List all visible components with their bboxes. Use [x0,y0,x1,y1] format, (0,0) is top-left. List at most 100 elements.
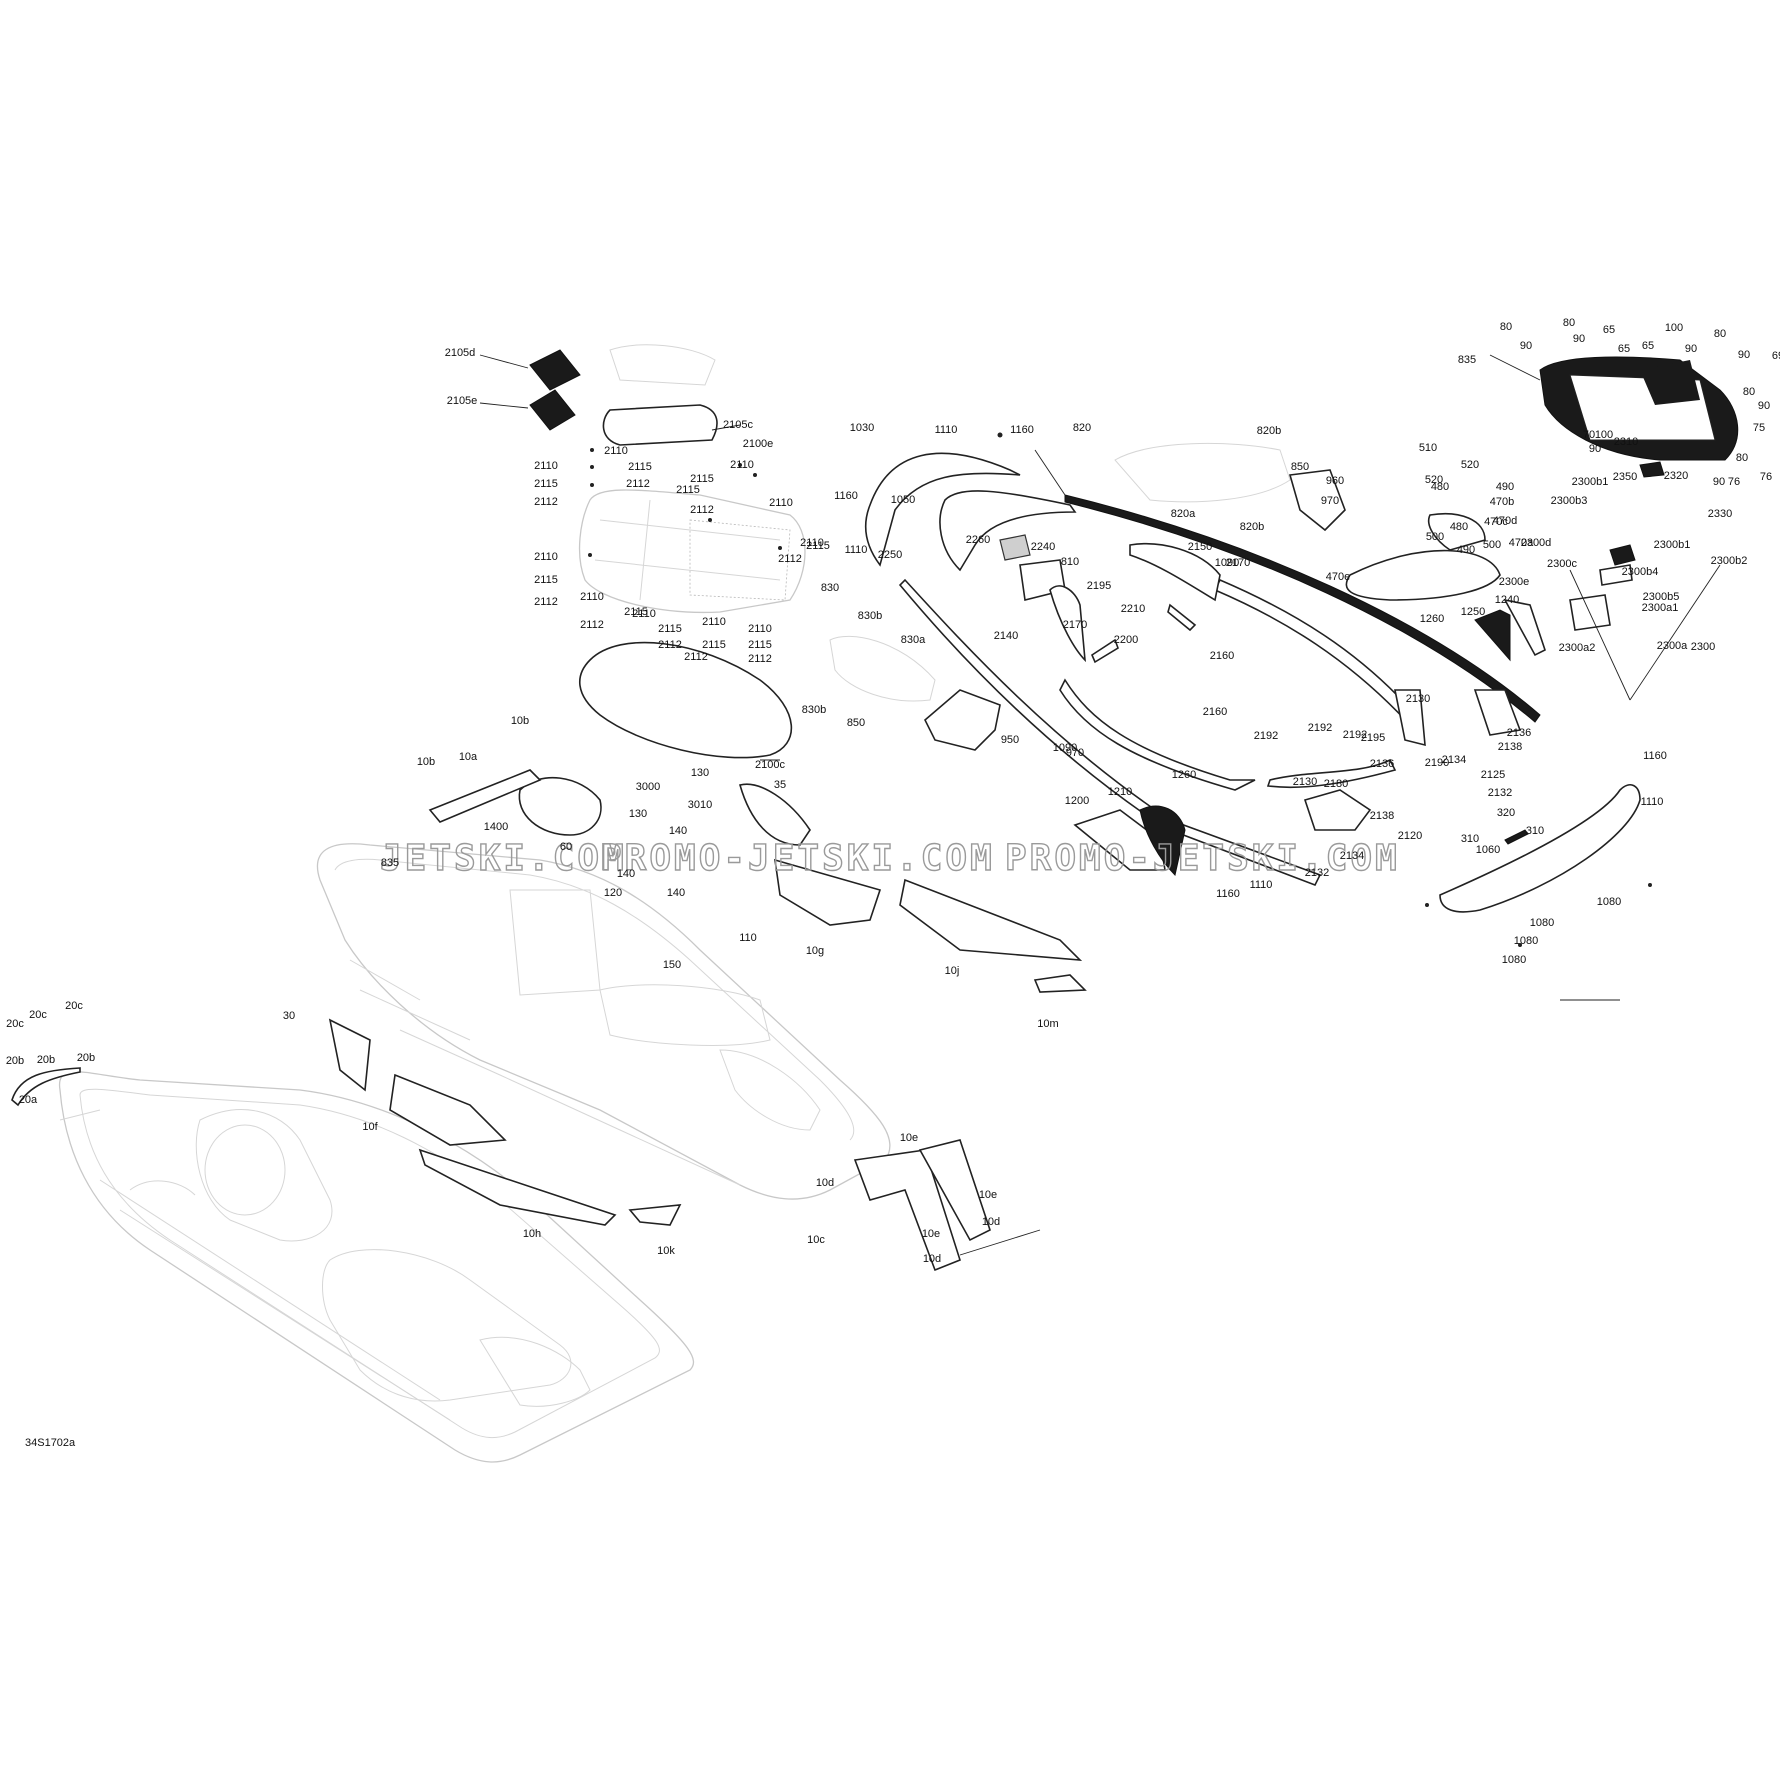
callout-label: 140 [669,825,687,837]
callout-label: 2160 [1210,650,1234,662]
steering-top [1428,513,1486,551]
callout-label: 10d [923,1253,941,1265]
callout-label: 2138 [1498,741,1522,753]
callout-label: 60 [560,841,572,853]
panel-2200 [1090,638,1119,664]
grill-830b-outline [829,635,936,702]
callout-label: 970 [1066,747,1084,759]
callout-label: 140 [667,887,685,899]
callout-label: 2300e [1499,576,1530,588]
callout-label: 2250 [878,549,902,561]
callout-label: 1030 [850,422,874,434]
callout-label: 10h [523,1228,541,1240]
callout-label: 2100e [743,438,774,450]
callout-label: 80 [1743,386,1755,398]
mat-10g [774,858,882,926]
callout-label: 2112 [580,619,604,631]
callout-label: 1080 [1597,896,1621,908]
callout-label: 970 [1321,495,1339,507]
callout-label: 80 [1736,452,1748,464]
callout-label: 10e [922,1228,940,1240]
callout-label: 2300b1 [1654,539,1691,551]
callout-label: 2112 [658,639,682,651]
callout-label: 1090 [1215,557,1239,569]
callout-label: 10e [979,1189,997,1201]
callout-label: 3000 [636,781,660,793]
mat-10j [899,878,1083,961]
callout-label: 2110 [604,445,628,457]
callout-label: 10d [982,1216,1000,1228]
callout-label: 1160 [834,490,858,502]
cover-1030 [864,452,1021,567]
callout-label: 2115 [628,461,652,473]
callout-label: 1160 [1643,750,1667,762]
part-2300b2 [1609,544,1636,566]
callout-label: 2310 [1614,436,1638,448]
callout-label: 10m [1037,1018,1058,1030]
callout-label: 35 [774,779,786,791]
trim-1090-upper [898,578,1322,887]
callout-label: 490 [1496,481,1514,493]
callout-label: 20b [6,1055,24,1067]
callout-label: 1080 [1530,917,1554,929]
callout-label: 480 [1431,481,1449,493]
callout-label: 1260 [1420,613,1444,625]
callout-label: 2110 [800,537,824,549]
callout-label: 1110 [1641,796,1664,808]
callout-label: 130 [629,808,647,820]
callout-label: 1200 [1065,795,1089,807]
callout-label: 2134 [1340,850,1364,862]
callout-label: 90 [1685,343,1697,355]
cover-2190 [1394,689,1426,747]
callout-label: 2260 [966,534,990,546]
callout-label: 2136 [1507,727,1531,739]
callout-label: 2192 [1254,730,1278,742]
callout-label: 820a [1171,508,1196,520]
callout-label: 960 [1326,475,1344,487]
callout-label: 2105c [723,419,753,431]
callout-label: 2195 [1361,732,1385,744]
callout-label: 2110 [730,459,754,471]
housing-2120 [1303,789,1372,831]
callout-label: 10b [511,715,529,727]
callout-label: 1110 [935,424,958,436]
callout-label: 1160 [1010,424,1034,436]
watermark-text: JETSKI.COM [380,838,627,879]
callout-label: 2110 [580,591,604,603]
grip-1210 [1139,805,1186,876]
callout-label: 510 [1419,442,1437,454]
gasket-60 [518,776,602,836]
callout-label: 10a [459,751,478,763]
callout-label: 10e [900,1132,918,1144]
callout-label: 2125 [1481,769,1505,781]
callout-label: 850 [847,717,865,729]
gasket-2105c [602,404,718,446]
callout-label: 1210 [1108,786,1132,798]
callout-label: 2300a2 [1559,642,1596,654]
callout-label: 470b [1490,496,1514,508]
callout-label: 2115 [534,478,558,490]
callout-label: 69 [1772,350,1780,362]
bracket-10d [918,1139,991,1242]
callout-label: 2160 [1203,706,1227,718]
callout-label: 2300 [1691,641,1715,653]
lever-1240 [1503,598,1546,657]
callout-label: 130 [691,767,709,779]
callout-label: 10j [945,965,960,977]
callout-label: 2132 [1305,867,1329,879]
part-2260 [999,534,1031,561]
callout-label: 90 [1738,349,1750,361]
callout-label: 2110 [534,551,558,563]
pad-2105e [529,389,576,431]
trim-2160-lower [1059,678,1256,791]
hull-outline [58,1071,695,1463]
callout-label: 2170 [1226,557,1250,569]
callout-label: 2100c [755,759,785,771]
mat-10f [389,1073,507,1146]
callout-label: 1080 [1514,935,1538,947]
callout-label: 830b [858,610,882,622]
callout-label: 2112 [626,478,650,490]
storage-bin-outline [578,344,806,614]
panel-2210 [1167,603,1197,632]
callout-label: 2350 [1613,471,1637,483]
